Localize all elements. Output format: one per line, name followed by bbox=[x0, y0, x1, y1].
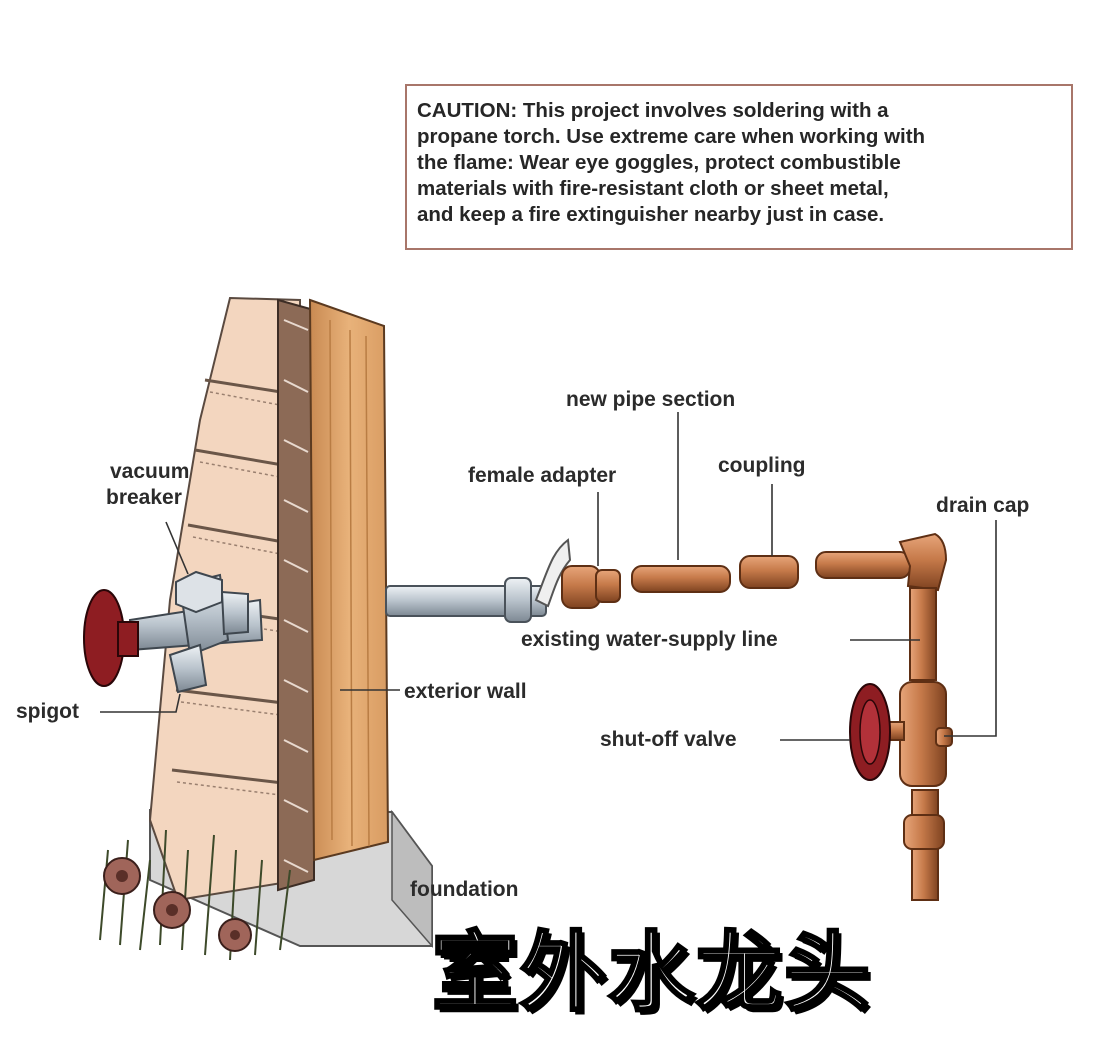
shut-off-valve bbox=[849, 681, 953, 787]
existing-supply-line bbox=[815, 532, 948, 901]
caution-line: propane torch. Use extreme care when wor… bbox=[417, 125, 926, 148]
flowers bbox=[99, 829, 291, 961]
label-spigot: spigot bbox=[16, 700, 79, 723]
label-shut-off-valve: shut-off valve bbox=[600, 728, 737, 751]
female-adapter bbox=[561, 565, 621, 609]
label-new-pipe-section: new pipe section bbox=[566, 388, 736, 411]
label-existing-supply-line: existing water-supply line bbox=[521, 628, 778, 651]
caution-line: CAUTION: This project involves soldering… bbox=[417, 99, 889, 122]
label-vacuum: vacuum bbox=[110, 460, 190, 483]
caution-line: materials with fire-resistant cloth or s… bbox=[417, 177, 889, 200]
label-drain-cap: drain cap bbox=[936, 494, 1030, 517]
caution-box: CAUTION: This project involves soldering… bbox=[405, 84, 1073, 250]
galvanized-pipe bbox=[385, 538, 572, 623]
label-breaker: breaker bbox=[106, 486, 182, 509]
leader-lines bbox=[100, 412, 997, 741]
chinese-title: 室外水龙头 bbox=[431, 922, 872, 1025]
vacuum-breaker bbox=[175, 570, 223, 614]
label-exterior-wall: exterior wall bbox=[404, 680, 527, 703]
caution-line: and keep a fire extinguisher nearby just… bbox=[417, 203, 885, 226]
wall-section bbox=[277, 298, 390, 892]
coupling bbox=[739, 555, 799, 589]
caution-line: the flame: Wear eye goggles, protect com… bbox=[417, 151, 901, 174]
label-coupling: coupling bbox=[718, 454, 806, 477]
label-foundation: foundation bbox=[410, 878, 519, 901]
label-female-adapter: female adapter bbox=[468, 464, 617, 487]
new-pipe-section bbox=[631, 565, 731, 593]
